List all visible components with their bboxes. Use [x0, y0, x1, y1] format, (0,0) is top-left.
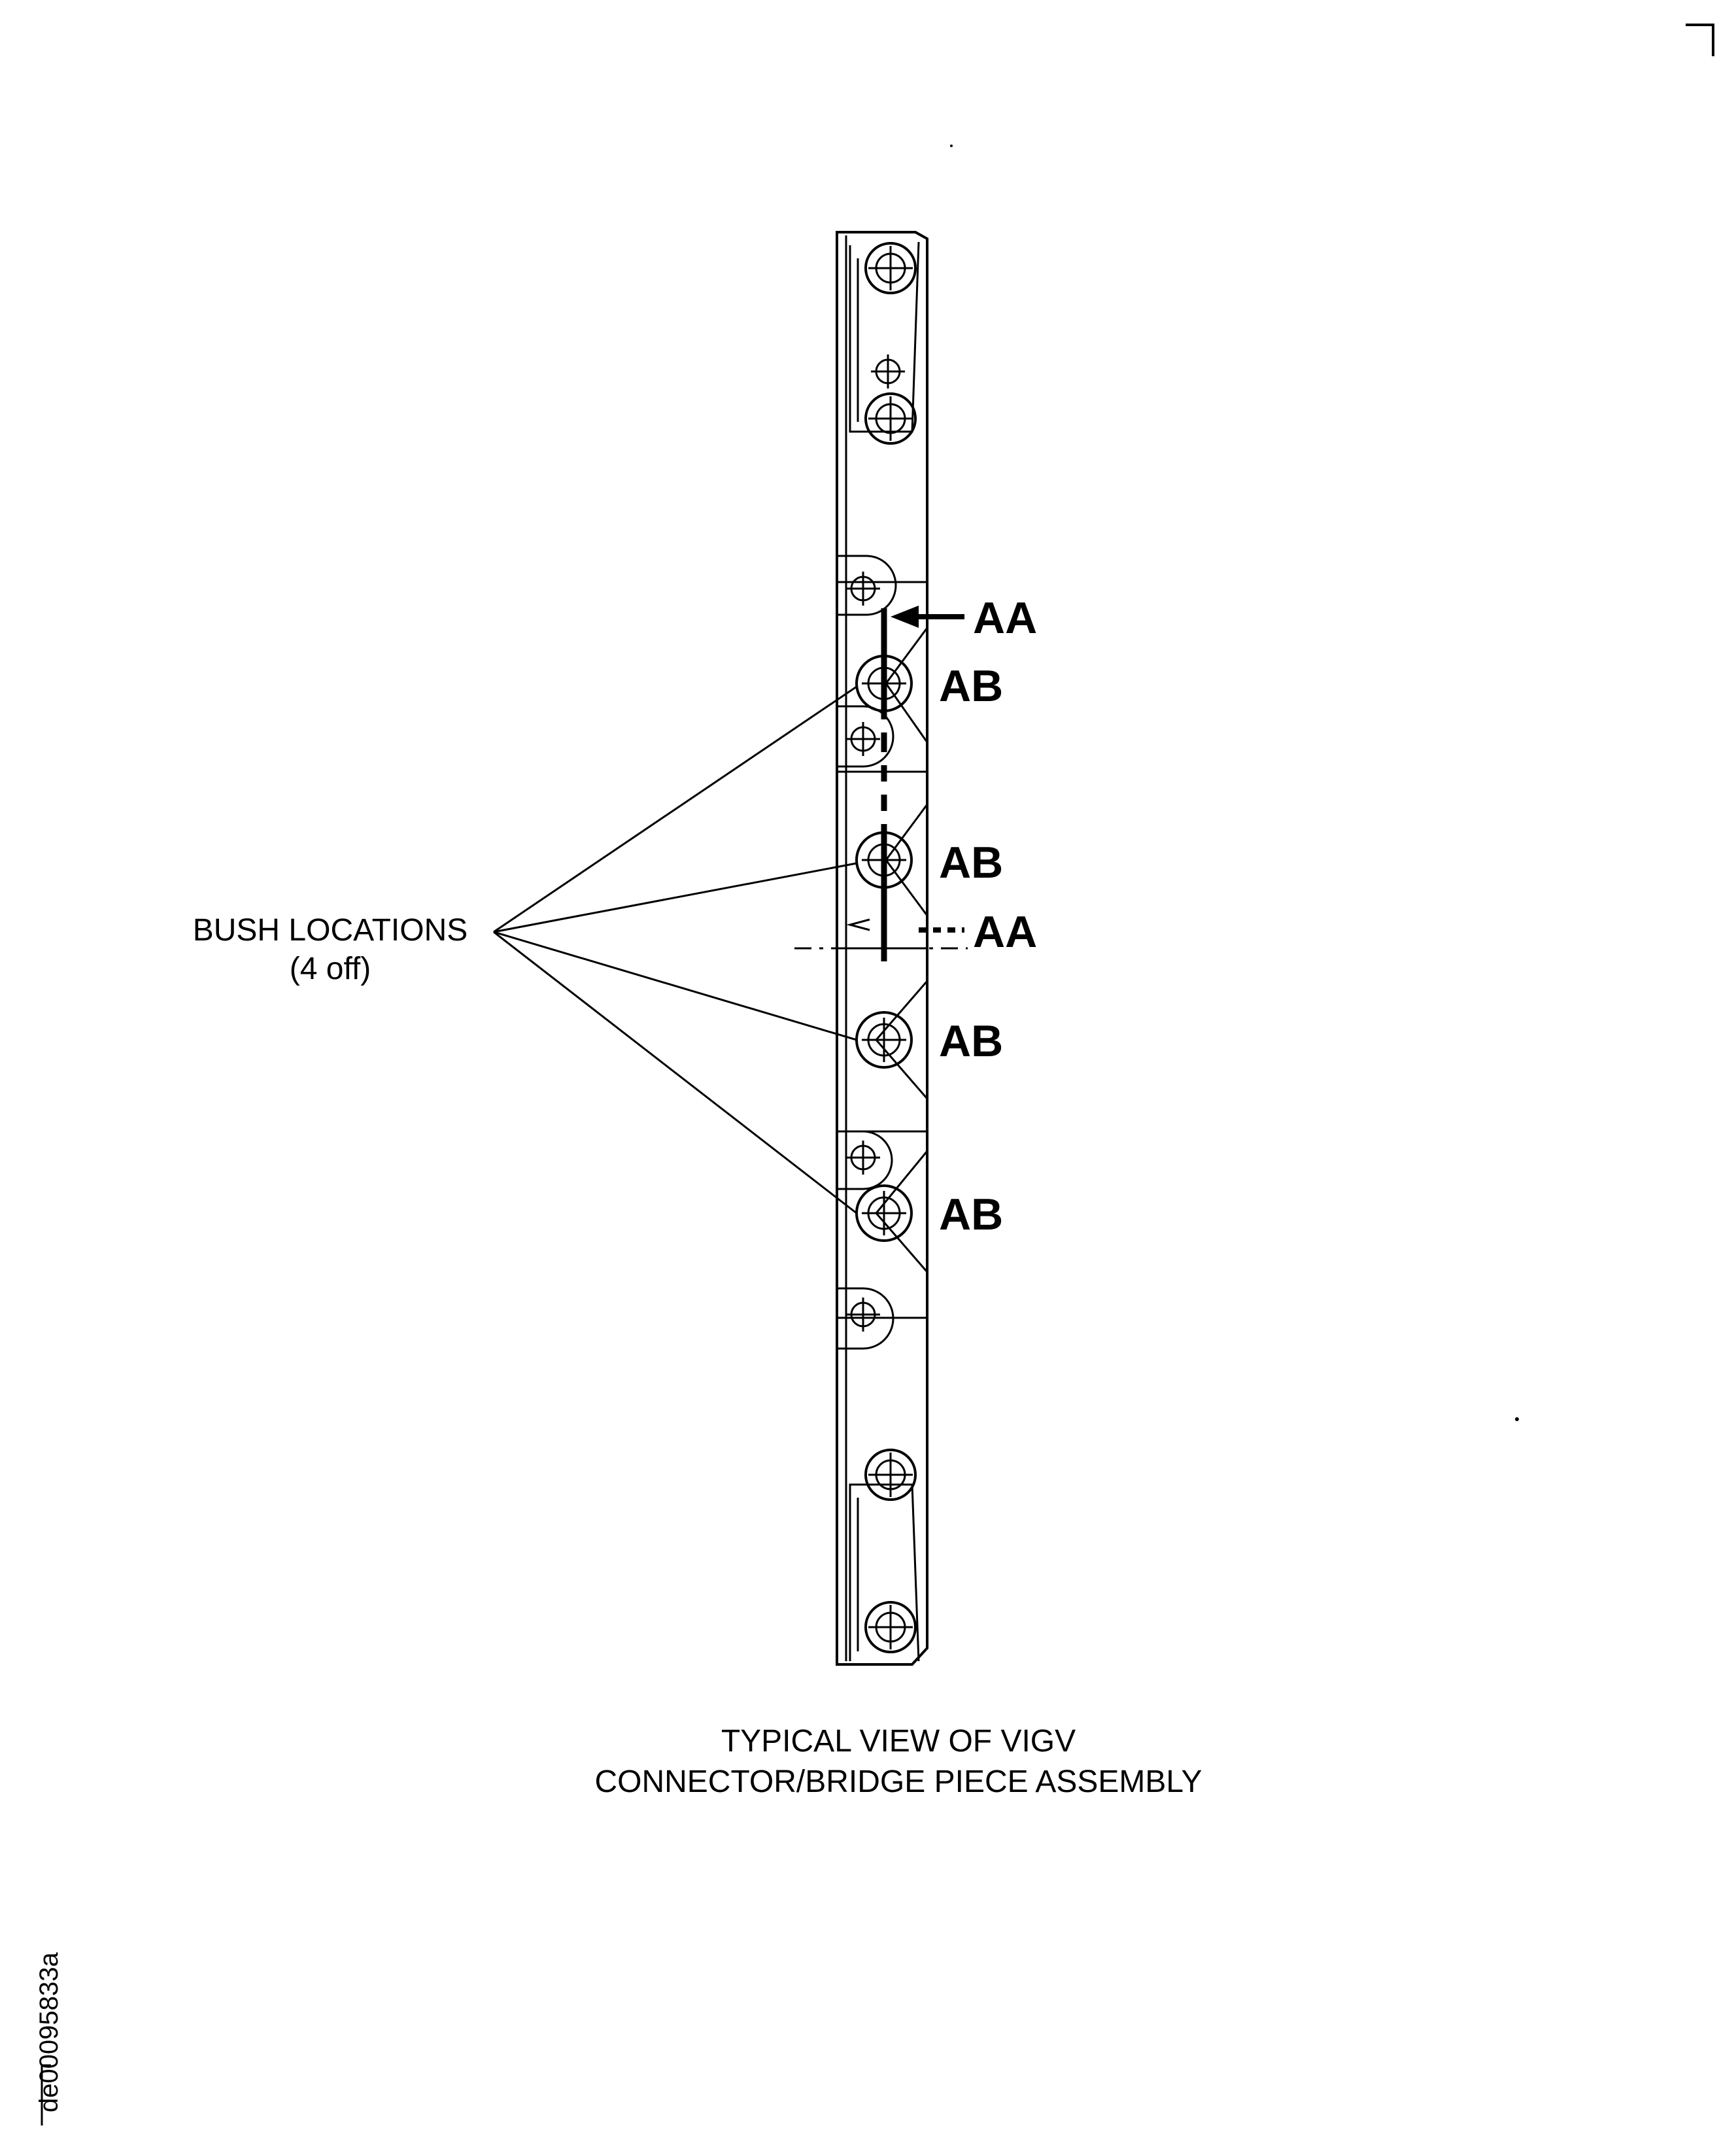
- bush-marker-2: AB: [939, 838, 1003, 887]
- mounting-hole: [864, 392, 917, 445]
- bush-marker-3: AB: [939, 1016, 1003, 1066]
- figure-caption-line1: TYPICAL VIEW OF VIGV: [721, 1724, 1076, 1759]
- section-marker-top: AA: [973, 593, 1037, 643]
- section-cut-line: [794, 608, 968, 961]
- section-arrow-bottom: [846, 918, 964, 933]
- section-arrow-top: [891, 606, 964, 628]
- bush-marker-1: AB: [939, 661, 1003, 711]
- mounting-hole: [870, 353, 906, 390]
- corner-mark: [1686, 24, 1714, 56]
- mounting-hole: [864, 1601, 917, 1653]
- mounting-hole: [864, 1449, 917, 1501]
- bush-leader-lines: [493, 685, 857, 1214]
- bush-marker-4: AB: [939, 1190, 1003, 1239]
- figure-caption-line2: CONNECTOR/BRIDGE PIECE ASSEMBLY: [594, 1764, 1202, 1799]
- figure-id-block: de00095833a: [35, 1952, 63, 2125]
- bush-3: [855, 1011, 913, 1069]
- mounting-hole: [845, 1296, 881, 1333]
- bush-4: [855, 1184, 913, 1242]
- mounting-hole: [845, 1139, 881, 1176]
- scan-speckle: [1515, 1417, 1519, 1421]
- bush-locations-label: BUSH LOCATIONS: [193, 913, 468, 948]
- section-marker-bottom: AA: [973, 907, 1037, 957]
- mounting-hole: [845, 721, 881, 757]
- bush-locations-count: (4 off): [290, 952, 371, 986]
- mounting-hole: [845, 570, 881, 607]
- mounting-hole: [864, 242, 917, 294]
- scan-speckle: [950, 145, 953, 147]
- figure-id: de00095833a: [35, 1952, 63, 2112]
